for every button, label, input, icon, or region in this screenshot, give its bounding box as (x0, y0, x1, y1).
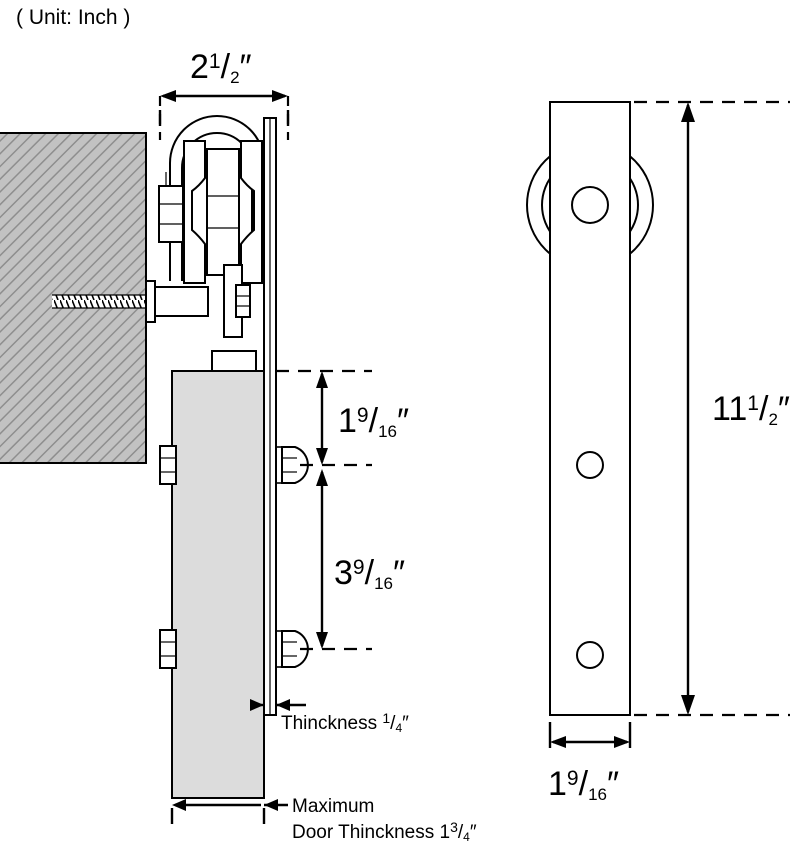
side-section-view: 21/2″ 19/16″ 39/16″ (0, 48, 477, 844)
front-elevation-view: 111/2″ 19/16″ (526, 100, 790, 804)
unit-label: ( Unit: Inch ) (16, 6, 130, 29)
hanger-strap-side (263, 117, 277, 716)
dimension-bolt-to-bolt: 39/16″ (300, 469, 405, 651)
through-bolt-upper (159, 445, 309, 485)
note-strap-thickness: Thinckness 1/4″ (250, 699, 409, 735)
grooved-wheel (183, 140, 263, 284)
mount-hole-bottom (576, 641, 604, 669)
dimension-bolt-to-bolt-value: 39/16″ (334, 554, 405, 593)
dimension-roller-width: 21/2″ (158, 48, 290, 140)
strap-mount-block (223, 264, 251, 338)
lag-bolt-thread (52, 294, 146, 309)
note-max-door-thickness-line2: Door Thinckness 13/4″ (292, 819, 477, 844)
axle-bolt-head (158, 172, 184, 243)
dimension-top-bolt-spacing: 19/16″ (276, 369, 409, 467)
wall-block (0, 132, 147, 464)
dimension-strap-width: 19/16″ (548, 722, 632, 804)
door-panel (171, 370, 265, 799)
through-bolt-lower (159, 629, 309, 669)
lag-bolt-shaft (145, 280, 209, 323)
note-max-door-thickness-line1: Maximum (292, 796, 374, 817)
dimension-strap-length-value: 111/2″ (712, 390, 790, 429)
dimension-top-bolt-spacing-value: 19/16″ (338, 402, 409, 441)
note-strap-thickness-text: Thinckness 1/4″ (281, 710, 409, 735)
note-max-door-thickness: Maximum Door Thinckness 13/4″ (170, 796, 477, 844)
mount-hole-middle (576, 451, 604, 479)
door-top-spacer (211, 350, 257, 372)
dimension-strap-width-value: 19/16″ (548, 765, 619, 804)
dimension-roller-width-value: 21/2″ (190, 48, 252, 87)
axle-hole (571, 186, 609, 224)
dimension-strap-length: 111/2″ (634, 100, 790, 717)
